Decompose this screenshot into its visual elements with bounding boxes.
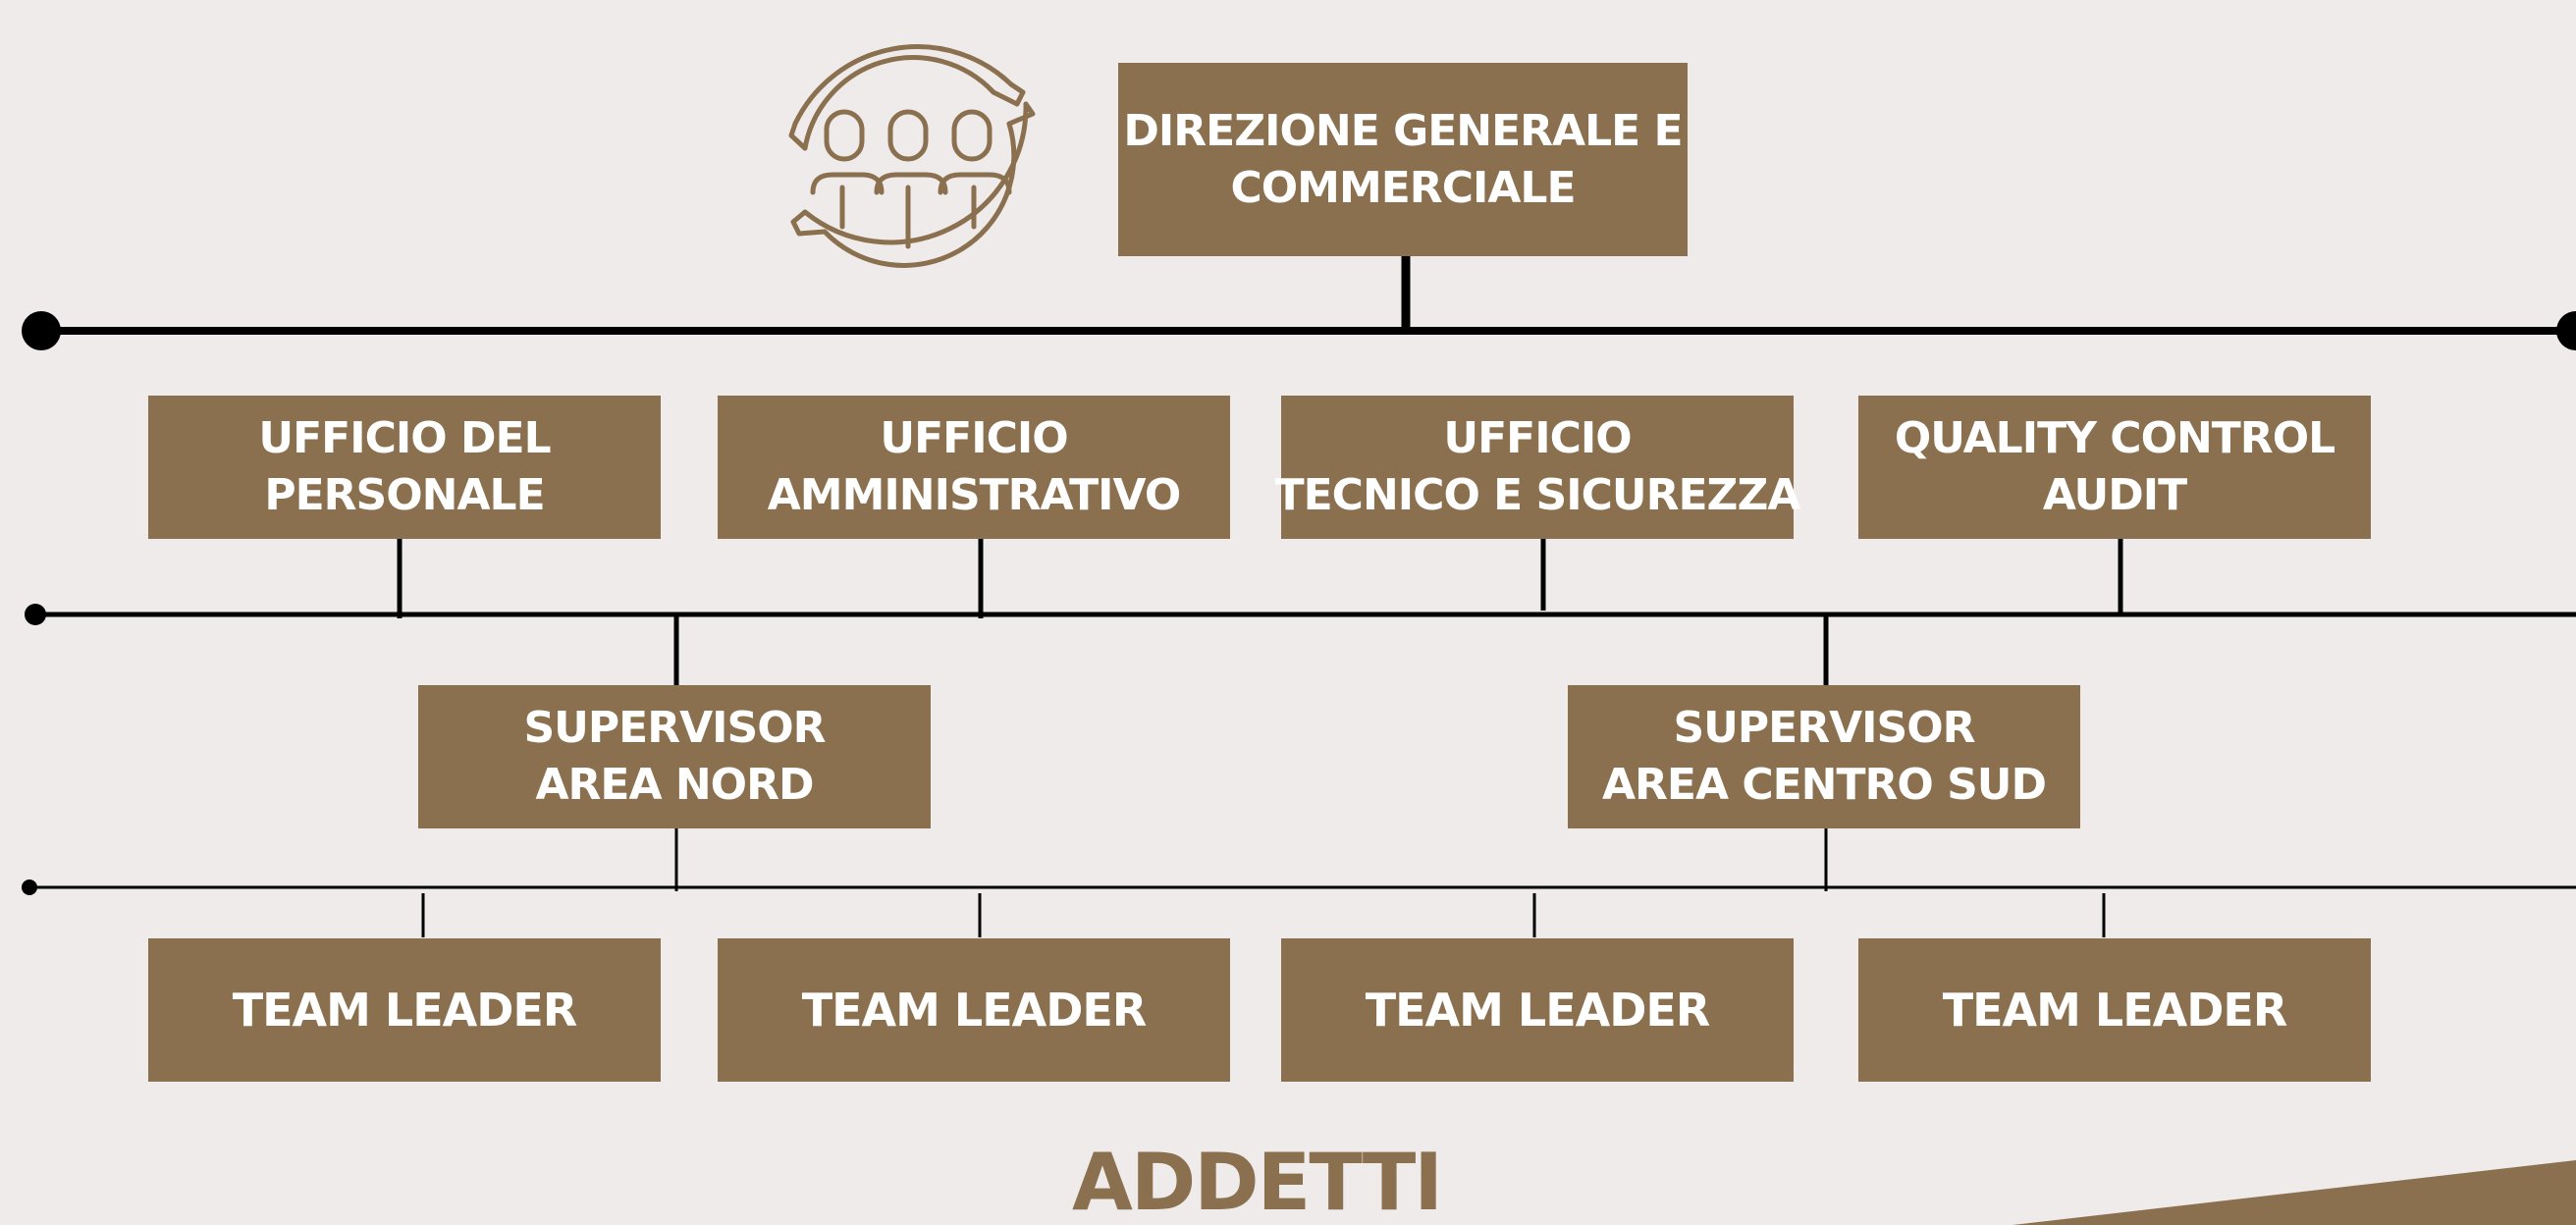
office-line-1: UFFICIO DEL [258,413,551,463]
team-circle-icon [788,44,1036,268]
main-bus-dot-left [22,311,61,350]
office-line-2: PERSONALE [264,470,545,520]
office-line-1: UFFICIO [880,413,1068,463]
team-leader-box-4: TEAM LEADER [1858,938,2371,1082]
office-line-2: AUDIT [2042,470,2187,520]
supervisor-line-1: SUPERVISOR [523,703,826,753]
team-leader-box-2: TEAM LEADER [718,938,1230,1082]
supervisor-box-centro-sud: SUPERVISOR AREA CENTRO SUD [1568,685,2080,828]
office-box-personale: UFFICIO DEL PERSONALE [148,396,661,539]
team-leader-label: TEAM LEADER [801,984,1148,1037]
supervisor-line-1: SUPERVISOR [1673,703,1975,753]
direzione-line-1: DIREZIONE GENERALE E [1123,105,1683,156]
team-leader-box-1: TEAM LEADER [148,938,661,1082]
team-bus-dot [22,879,37,895]
main-bus-dot-right [2556,311,2576,350]
team-leader-label: TEAM LEADER [1942,984,2288,1037]
team-leader-label: TEAM LEADER [1365,984,1711,1037]
office-box-quality: QUALITY CONTROL AUDIT [1858,396,2371,539]
office-line-2: AMMINISTRATIVO [767,470,1181,520]
office-box-tecnico: UFFICIO TECNICO E SICUREZZA [1275,396,1800,539]
supervisor-line-2: AREA NORD [535,760,815,810]
office-box-amministrativo: UFFICIO AMMINISTRATIVO [718,396,1230,539]
office-bus-dot [25,604,46,625]
direzione-box: DIREZIONE GENERALE E COMMERCIALE [1118,63,1688,256]
supervisor-line-2: AREA CENTRO SUD [1601,760,2047,810]
direzione-line-2: COMMERCIALE [1230,162,1576,213]
office-line-1: QUALITY CONTROL [1894,413,2335,463]
supervisor-box-nord: SUPERVISOR AREA NORD [418,685,931,828]
team-leader-label: TEAM LEADER [232,984,578,1037]
team-leader-box-3: TEAM LEADER [1281,938,1794,1082]
office-line-1: UFFICIO [1443,413,1632,463]
office-line-2: TECNICO E SICUREZZA [1274,470,1801,520]
addetti-heading: ADDETTI [1071,1137,1443,1225]
